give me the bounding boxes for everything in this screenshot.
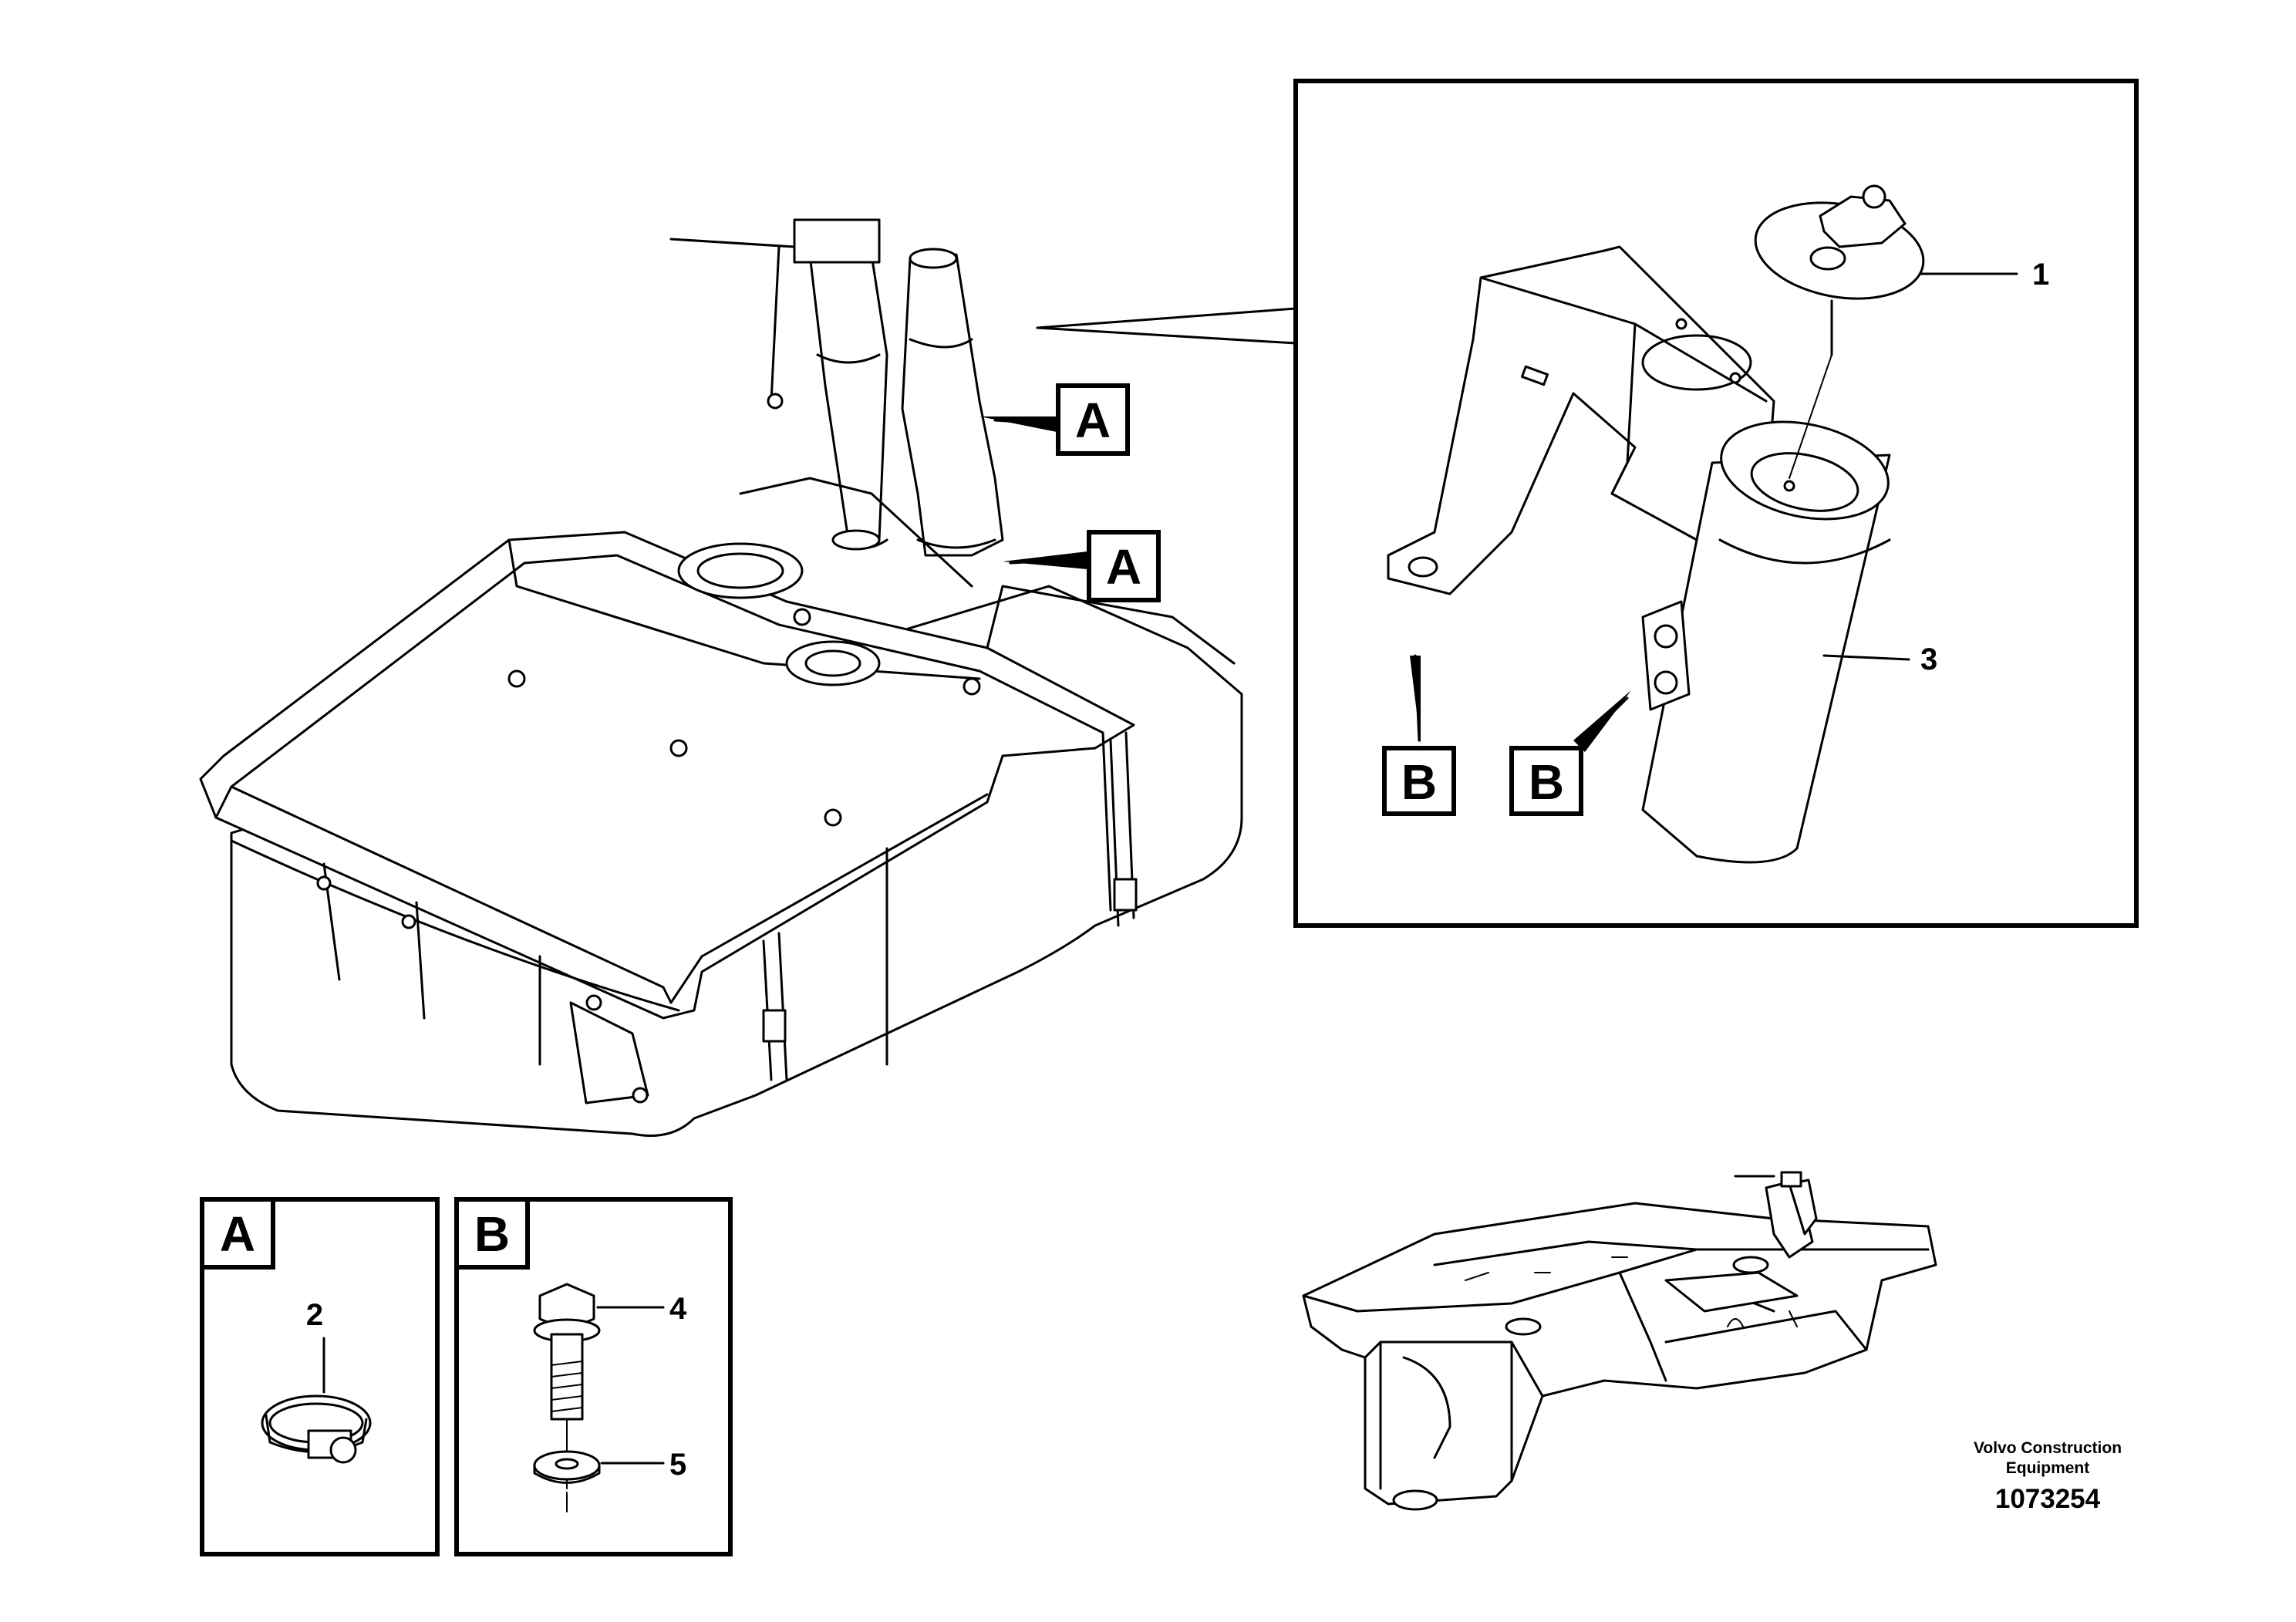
- part-number-4: 4: [669, 1292, 687, 1326]
- svg-text:A: A: [1075, 393, 1111, 448]
- detail-frame: [1036, 79, 2139, 928]
- tank-bolt-heads: [507, 608, 981, 827]
- svg-text:B: B: [1529, 754, 1564, 810]
- callout-a2: A: [1087, 530, 1161, 602]
- svg-text:A: A: [220, 1206, 255, 1262]
- fuel-neck-bracket: [1387, 245, 1775, 595]
- part-number-1: 1: [2032, 258, 2049, 292]
- detail-a-panel: A 2: [200, 1197, 440, 1556]
- diagram-number: 1073254: [1995, 1484, 2101, 1514]
- washer: [533, 1450, 601, 1484]
- fuel-level-sender: [1754, 184, 1925, 492]
- caption-block: Volvo Construction Equipment 1073254: [1974, 1439, 2122, 1514]
- callout-a1: A: [1056, 383, 1130, 456]
- callout-b2: B: [1509, 746, 1583, 816]
- svg-text:Equipment: Equipment: [2006, 1459, 2090, 1477]
- filler-tube: [1641, 454, 1891, 864]
- detail-b-panel: B 4 5: [454, 1197, 733, 1556]
- hose-clamp: [261, 1394, 372, 1464]
- svg-text:Volvo Construction: Volvo Construction: [1974, 1439, 2122, 1457]
- sender-flange: [785, 640, 881, 686]
- callout-b1: B: [1382, 746, 1456, 816]
- filler-neck-hose: [901, 253, 1004, 557]
- svg-text:A: A: [1106, 539, 1141, 595]
- svg-text:B: B: [474, 1206, 510, 1262]
- svg-text:B: B: [1401, 754, 1437, 810]
- part-number-3: 3: [1920, 642, 1937, 676]
- machine-frame-overview: [1302, 1171, 1937, 1511]
- flange-bolt: [533, 1283, 601, 1421]
- part-number-2: 2: [306, 1298, 323, 1332]
- fuel-tank-assembly: [199, 218, 1243, 1137]
- part-number-5: 5: [669, 1448, 686, 1482]
